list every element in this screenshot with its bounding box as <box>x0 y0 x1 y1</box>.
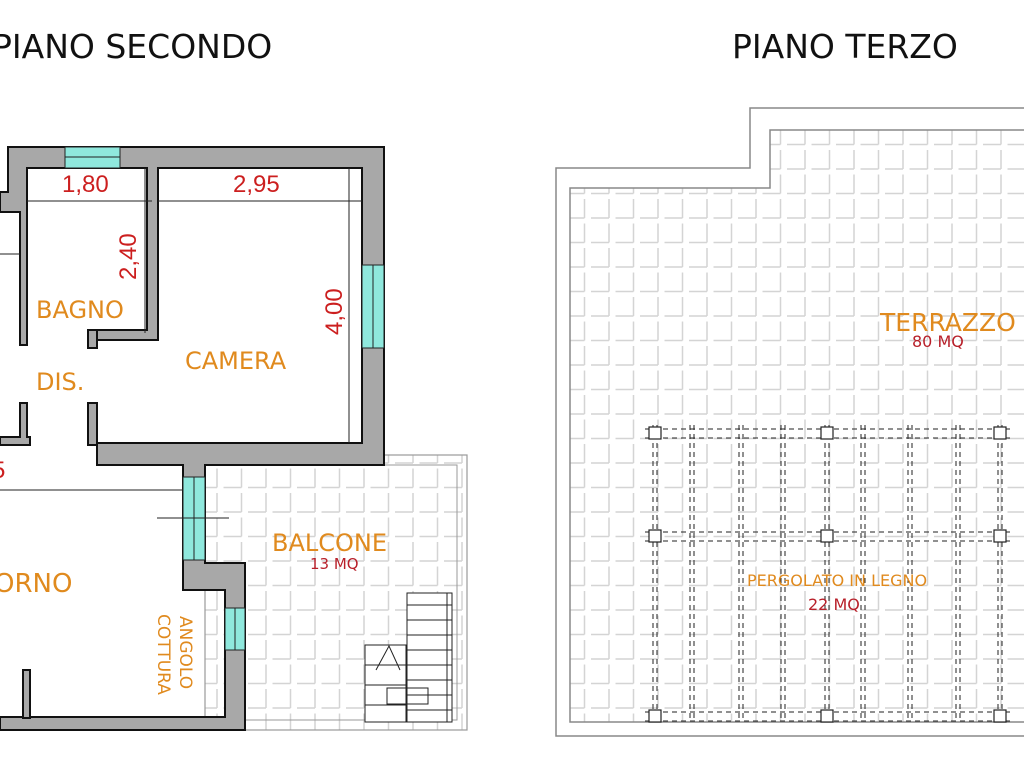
room-label-kitchen-line2: COTTURA <box>153 614 173 695</box>
pergola-post <box>820 426 834 440</box>
pergola-post <box>648 709 662 723</box>
pergola-post <box>993 426 1007 440</box>
stairs <box>364 592 453 723</box>
third-floor-plan: TERRAZZO 80 MQ PERGOLATO IN LEGNO 22 MQ <box>555 107 1024 737</box>
pergola-post <box>993 709 1007 723</box>
balcony-area-label: 13 MQ <box>310 555 359 573</box>
room-label-kitchen-line1: ANGOLO <box>175 616 195 689</box>
dimension-bedroom-width: 2,95 <box>233 171 280 198</box>
dimension-bathroom-width: 1,80 <box>62 171 109 198</box>
room-label-hallway: DIS. <box>36 368 84 396</box>
dimension-bathroom-depth: 2,40 <box>115 233 142 280</box>
room-label-living: ORNO <box>0 569 72 599</box>
title-third-floor: PIANO TERZO <box>732 27 958 66</box>
dimension-partial: 5 <box>0 457 5 484</box>
pergola-label: PERGOLATO IN LEGNO <box>747 571 927 590</box>
dimension-bedroom-depth: 4,00 <box>321 288 348 335</box>
dimension-lines <box>0 168 362 519</box>
walls <box>0 146 385 731</box>
pergola-post <box>820 709 834 723</box>
second-floor-plan: 1,80 2,95 2,40 4,00 5 BAGNO CAMERA DIS. … <box>0 146 468 731</box>
room-label-balcony: BALCONE <box>272 529 387 557</box>
pergola-post <box>648 426 662 440</box>
terrace-floor <box>569 129 1024 723</box>
pergola-post <box>648 529 662 543</box>
title-second-floor: PIANO SECONDO <box>0 27 272 66</box>
pergola-post <box>820 529 834 543</box>
pergola <box>645 425 1010 723</box>
room-label-bedroom: CAMERA <box>185 347 287 375</box>
terrace-area-label: 80 MQ <box>912 332 964 351</box>
pergola-post <box>993 529 1007 543</box>
room-label-bathroom: BAGNO <box>36 296 124 324</box>
terrace-label: TERRAZZO <box>879 308 1016 337</box>
pergola-area-label: 22 MQ <box>808 595 860 614</box>
